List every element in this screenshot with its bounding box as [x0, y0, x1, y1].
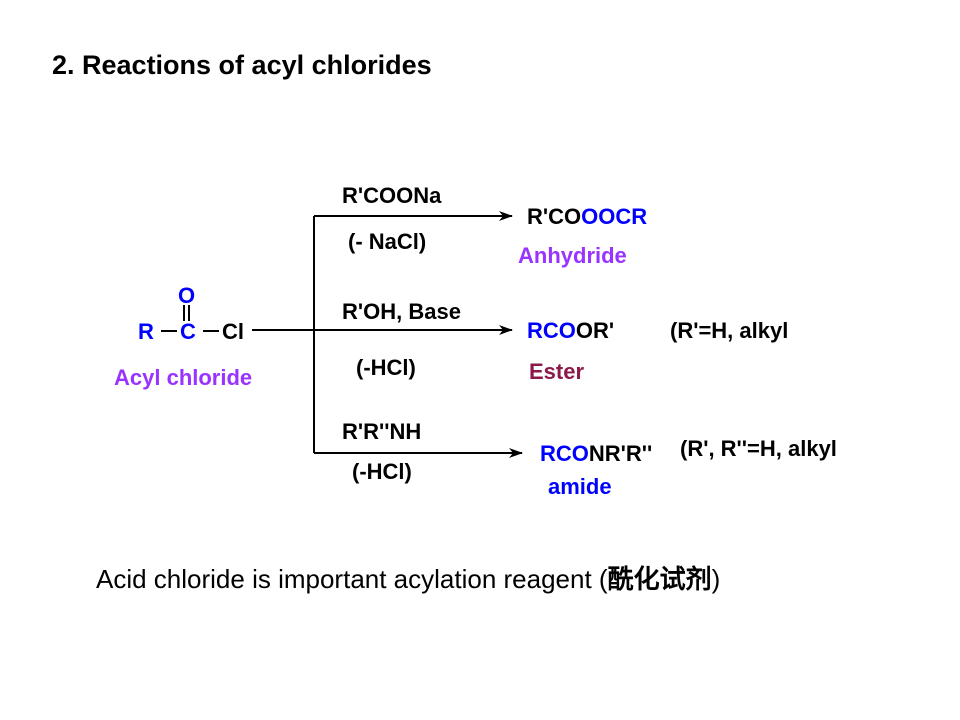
product-2-prefix: RCO	[527, 318, 576, 343]
product-1: R'COOOCR	[527, 206, 647, 228]
caption-chinese: 酰化试剂	[607, 565, 712, 595]
product-3-suffix: NR'R''	[588, 441, 653, 466]
caption: Acid chloride is important acylation rea…	[96, 566, 720, 593]
product-3-prefix: RCO	[540, 441, 589, 466]
page-title: 2. Reactions of acyl chlorides	[52, 50, 432, 80]
product-1-name: Anhydride	[518, 243, 627, 268]
product-2-name: Ester	[529, 359, 585, 384]
atom-chlorine: Cl	[222, 319, 244, 344]
atom-oxygen: O	[178, 283, 196, 308]
product-3-name: amide	[548, 474, 612, 499]
reagent-2: R'OH, Base	[342, 299, 461, 324]
product-2-suffix: OR'	[575, 318, 615, 343]
reagent-3: R'R''NH	[342, 419, 422, 444]
caption-text: Acid chloride is important acylation rea…	[96, 564, 608, 594]
product-3: RCONR'R''	[540, 443, 652, 465]
reagent-1: R'COONa	[342, 183, 442, 208]
byproduct-2: (-HCl)	[356, 355, 416, 380]
atom-carbon: C	[180, 319, 196, 344]
caption-close: )	[711, 564, 721, 594]
product-3-note: (R', R''=H, alkyl	[680, 436, 837, 461]
byproduct-3: (-HCl)	[352, 459, 412, 484]
product-1-prefix: R'CO	[527, 204, 582, 229]
product-2: RCOOR'	[527, 320, 614, 342]
product-2-note: (R'=H, alkyl	[670, 318, 789, 343]
atom-r: R	[138, 319, 154, 344]
reactant-name: Acyl chloride	[114, 365, 253, 390]
product-1-suffix: OOCR	[581, 204, 648, 229]
byproduct-1: (- NaCl)	[348, 229, 427, 254]
